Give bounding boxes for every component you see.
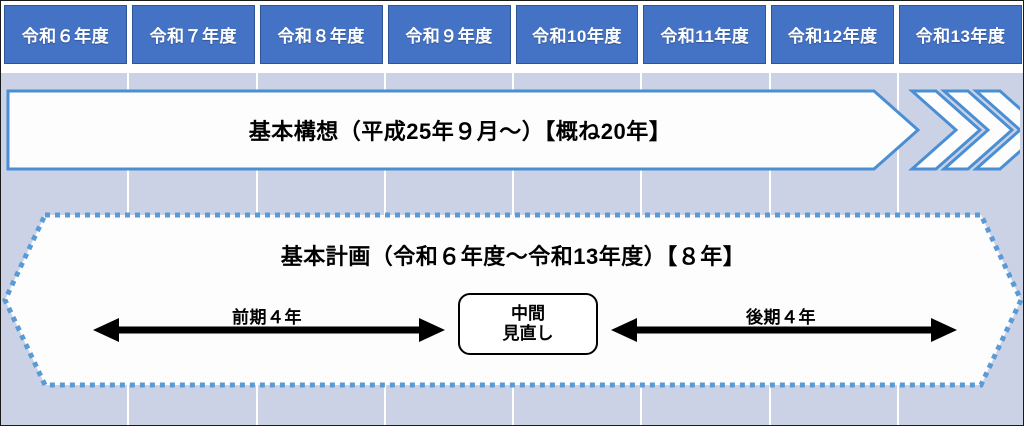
fiscal-year-cell-reiwa-13: 令和13年度	[899, 5, 1022, 64]
fiscal-year-header-row: 令和６年度 令和７年度 令和８年度 令和９年度 令和10年度 令和11年度 令和…	[1, 1, 1023, 67]
fiscal-year-cell-reiwa-8: 令和８年度	[259, 5, 383, 64]
basic-concept-banner: 基本構想（平成25年９月～）【概ね20年】	[6, 89, 1020, 171]
fiscal-year-cell-reiwa-7: 令和７年度	[131, 5, 255, 64]
banner-body-shape	[6, 89, 921, 171]
fiscal-year-cell-reiwa-6: 令和６年度	[4, 5, 127, 64]
chevron-right-icon	[908, 89, 983, 171]
midterm-review-box: 中間 見直し	[458, 293, 598, 355]
fiscal-year-cell-reiwa-12: 令和12年度	[771, 5, 895, 64]
basic-concept-banner-shape	[6, 89, 1020, 171]
midterm-review-line-2: 見直し	[502, 324, 554, 343]
fiscal-year-cell-reiwa-9: 令和９年度	[387, 5, 511, 64]
midterm-review-line-1: 中間	[511, 303, 545, 323]
early-period-arrow-icon	[93, 318, 445, 342]
chevron-right-icon	[940, 89, 1015, 171]
basic-plan-hexagon: 基本計画（令和６年度～令和13年度）【８年】 前期４年 後期４年 中間 見直し	[1, 211, 1023, 389]
late-period-arrow-icon	[611, 318, 957, 342]
fiscal-year-cell-reiwa-11: 令和11年度	[643, 5, 767, 64]
period-arrows	[93, 318, 957, 342]
fiscal-year-cell-reiwa-10: 令和10年度	[515, 5, 639, 64]
chevron-right-icon	[972, 89, 1020, 171]
